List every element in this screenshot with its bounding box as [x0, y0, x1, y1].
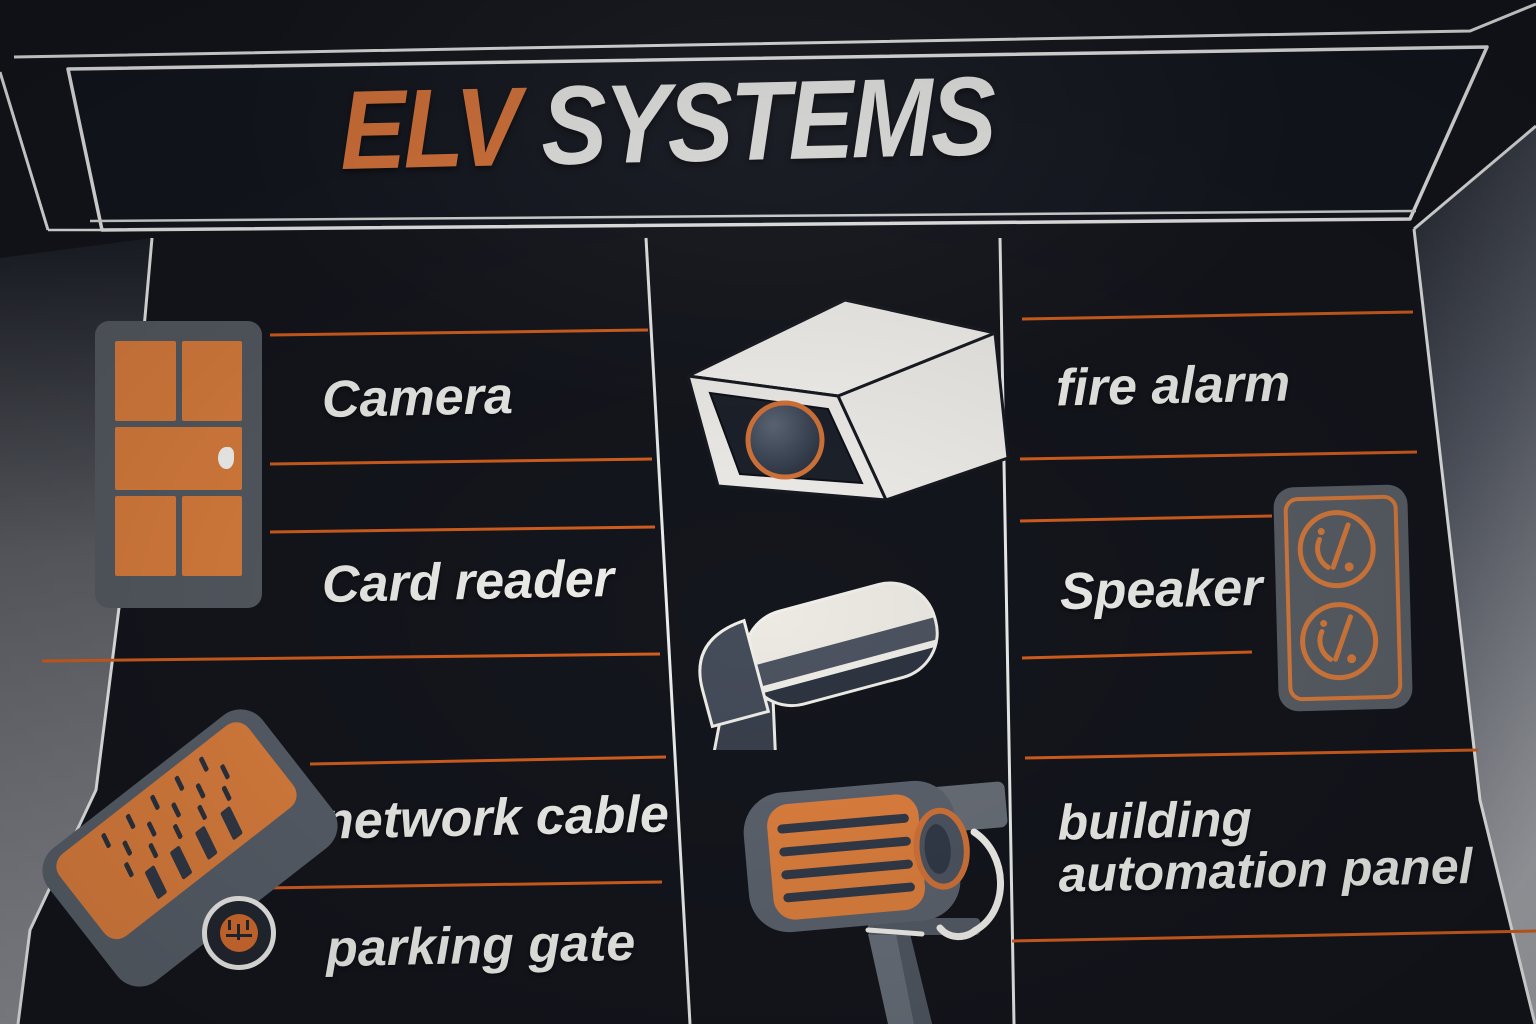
separator-line	[269, 525, 656, 534]
separator-line	[1011, 929, 1536, 943]
card-reader-label: Card reader	[321, 549, 615, 615]
network-cable-label: network cable	[321, 785, 670, 851]
parking-gate-label: parking gate	[325, 913, 636, 979]
separator-line	[1024, 748, 1479, 760]
separator-line	[269, 457, 653, 466]
title-rest: SYSTEMS	[539, 53, 995, 189]
header-inner-bottom-line	[89, 209, 1417, 223]
ceiling-left-corner-line	[0, 71, 50, 231]
door-icon	[95, 321, 262, 608]
separator-line	[309, 755, 667, 766]
column-divider-left	[644, 237, 692, 1024]
speaker-label: Speaker	[1059, 558, 1263, 622]
right-wall	[1414, 126, 1536, 1024]
speed-bump-icon	[698, 572, 948, 750]
header-panel	[66, 45, 1489, 232]
chip-badge-icon	[202, 896, 276, 970]
separator-line	[1021, 310, 1414, 321]
speaker-panel-icon	[1273, 484, 1413, 712]
title-accent: ELV	[338, 63, 520, 193]
column-divider-right	[998, 237, 1016, 1024]
separator-line	[41, 652, 661, 663]
separator-line	[1019, 450, 1418, 461]
pole-camera-icon	[743, 780, 1008, 1024]
fire-alarm-label: fire alarm	[1055, 354, 1291, 418]
building-automation-panel-label: building automation panel	[1056, 790, 1474, 903]
separator-lines	[41, 310, 1536, 943]
cctv-camera-icon	[686, 298, 1010, 502]
right-column-edge	[1412, 228, 1536, 1024]
camera-label: Camera	[321, 367, 514, 429]
separator-line	[1021, 650, 1253, 660]
network-switch-icon	[30, 698, 350, 1000]
speaker-driver-icon	[1299, 601, 1380, 682]
camera-lens	[745, 400, 825, 480]
ceiling-outer-line	[13, 2, 1536, 59]
separator-line	[269, 328, 649, 337]
separator-line	[1019, 514, 1273, 523]
cable	[936, 828, 1004, 940]
wall-right-corner-line	[1413, 124, 1536, 231]
door-handle-icon	[218, 447, 234, 470]
speaker-driver-icon	[1296, 509, 1377, 590]
